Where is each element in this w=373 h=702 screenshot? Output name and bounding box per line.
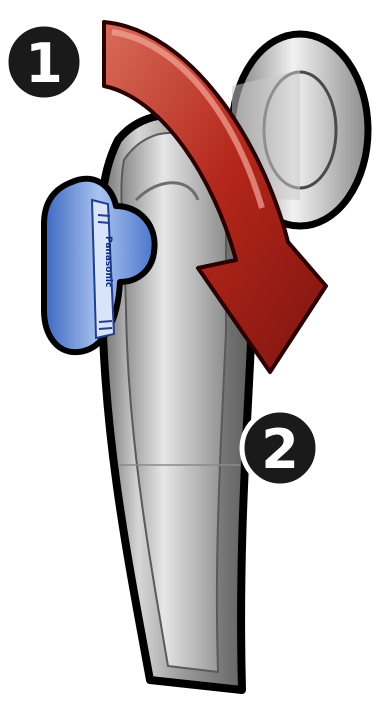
step-badge-1: 1 — [6, 24, 82, 100]
step-2-label: 2 — [261, 418, 299, 481]
lock-brand-text: Panasonic — [103, 236, 113, 287]
step-badge-2: 2 — [242, 410, 318, 486]
step-1-label: 1 — [25, 32, 63, 95]
